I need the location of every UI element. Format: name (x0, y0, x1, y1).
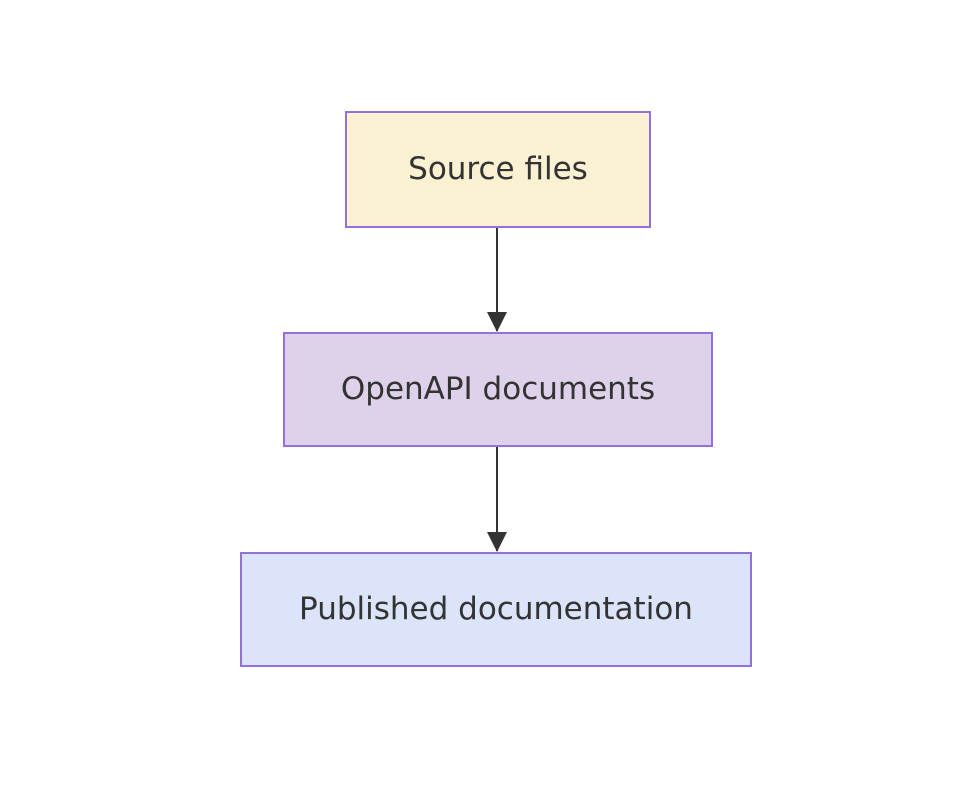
node-published-documentation: Published documentation (240, 552, 752, 667)
node-source-files: Source files (345, 111, 651, 228)
node-openapi-documents-label: OpenAPI documents (340, 370, 656, 407)
node-published-documentation-label: Published documentation (299, 590, 693, 627)
node-openapi-documents: OpenAPI documents (283, 332, 713, 447)
node-source-files-label: Source files (408, 150, 588, 187)
